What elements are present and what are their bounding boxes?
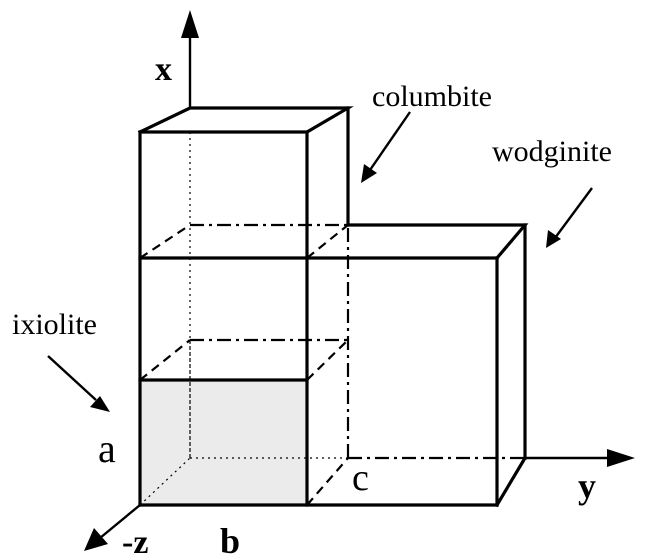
y-axis-label: y [578,466,596,506]
b-label: b [220,521,240,560]
ixiolite-cell-face [140,380,307,505]
x-axis-label: x [155,51,172,88]
solid-edges [137,106,529,508]
dashed-diagonals [139,224,349,506]
x-axis-arrow [181,10,199,108]
y-axis-arrow [525,449,635,467]
wodginite-label: wodginite [492,135,612,168]
c-label: c [352,457,369,499]
a-label: a [98,426,116,471]
columbite-pointer-arrow [361,111,411,183]
ixiolite-label: ixiolite [12,308,97,341]
ixiolite-pointer-arrow [47,355,110,412]
z-axis-label: -z [122,524,148,560]
hidden-edges [139,132,348,506]
columbite-label: columbite [372,80,492,113]
z-axis-arrow [84,504,141,551]
wodginite-pointer-arrow [546,187,593,248]
